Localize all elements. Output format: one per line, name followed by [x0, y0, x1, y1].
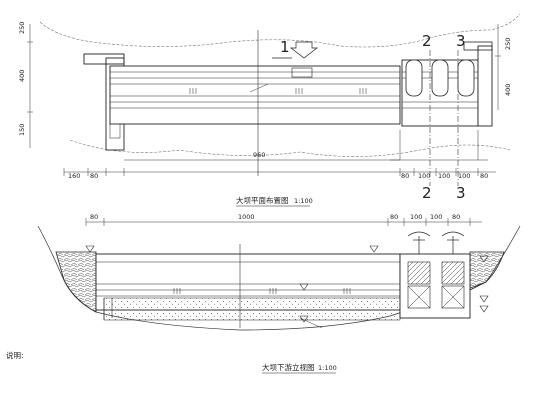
plan-title: 大坝平面布置图 [236, 195, 289, 205]
plan-bank-bottom [69, 139, 511, 157]
elev-right-abutment [469, 251, 505, 291]
plan-dim-bottom-2: 80 [90, 172, 98, 180]
plan-pier-1 [405, 59, 423, 97]
plan-dim-bottom-4: 100 [418, 172, 430, 180]
elev-scale: 1:100 [318, 364, 337, 372]
plan-section-1-label: 1 [280, 38, 290, 56]
notes-heading: 说明: [6, 350, 24, 360]
plan-pier-2 [431, 59, 449, 97]
plan-dim-left-3: 150 [18, 124, 26, 136]
plan-dim-right-1: 250 [504, 38, 512, 50]
plan-scale: 1:100 [294, 197, 313, 205]
elev-gate-right [441, 261, 465, 285]
elev-foundation [103, 297, 401, 321]
plan-dim-bottom-5: 100 [438, 172, 450, 180]
plan-dim-left-2: 400 [18, 70, 26, 82]
plan-dim-left-1: 250 [18, 22, 26, 34]
elev-gate-left [407, 261, 431, 285]
plan-view: 250 400 150 250 400 1 [18, 13, 521, 207]
elevation-view: 80 1000 80 100 100 80 [37, 213, 521, 374]
plan-section-2-bottom: 2 [422, 184, 432, 202]
plan-dim-bottom-1: 160 [68, 172, 80, 180]
plan-dim-right-2: 400 [504, 84, 512, 96]
elev-dim-5: 100 [430, 213, 442, 221]
plan-flow-arrow [289, 41, 319, 59]
plan-section-3-bottom: 3 [456, 184, 466, 202]
elev-dim-4: 100 [410, 213, 422, 221]
elev-dim-1: 80 [90, 213, 98, 221]
plan-section-2-top: 2 [422, 32, 432, 50]
plan-dim-main: 960 [253, 151, 265, 159]
elev-left-abutment [55, 251, 97, 313]
elev-dim-6: 80 [452, 213, 460, 221]
elev-hoist-right [441, 231, 465, 254]
elev-dim-2: 1000 [238, 213, 255, 221]
plan-bank-top [39, 13, 521, 48]
plan-dim-bottom-7: 80 [480, 172, 488, 180]
plan-dim-bottom-6: 100 [458, 172, 470, 180]
plan-dim-bottom-3: 80 [401, 172, 409, 180]
plan-pier-3 [457, 59, 475, 97]
elev-dim-3: 80 [390, 213, 398, 221]
elev-hoist-left [407, 231, 431, 254]
plan-section-3-top: 3 [456, 32, 466, 50]
elev-title: 大坝下游立视图 [262, 362, 315, 372]
plan-dam-crest [109, 65, 401, 125]
notes-block: 说明: [6, 350, 24, 360]
